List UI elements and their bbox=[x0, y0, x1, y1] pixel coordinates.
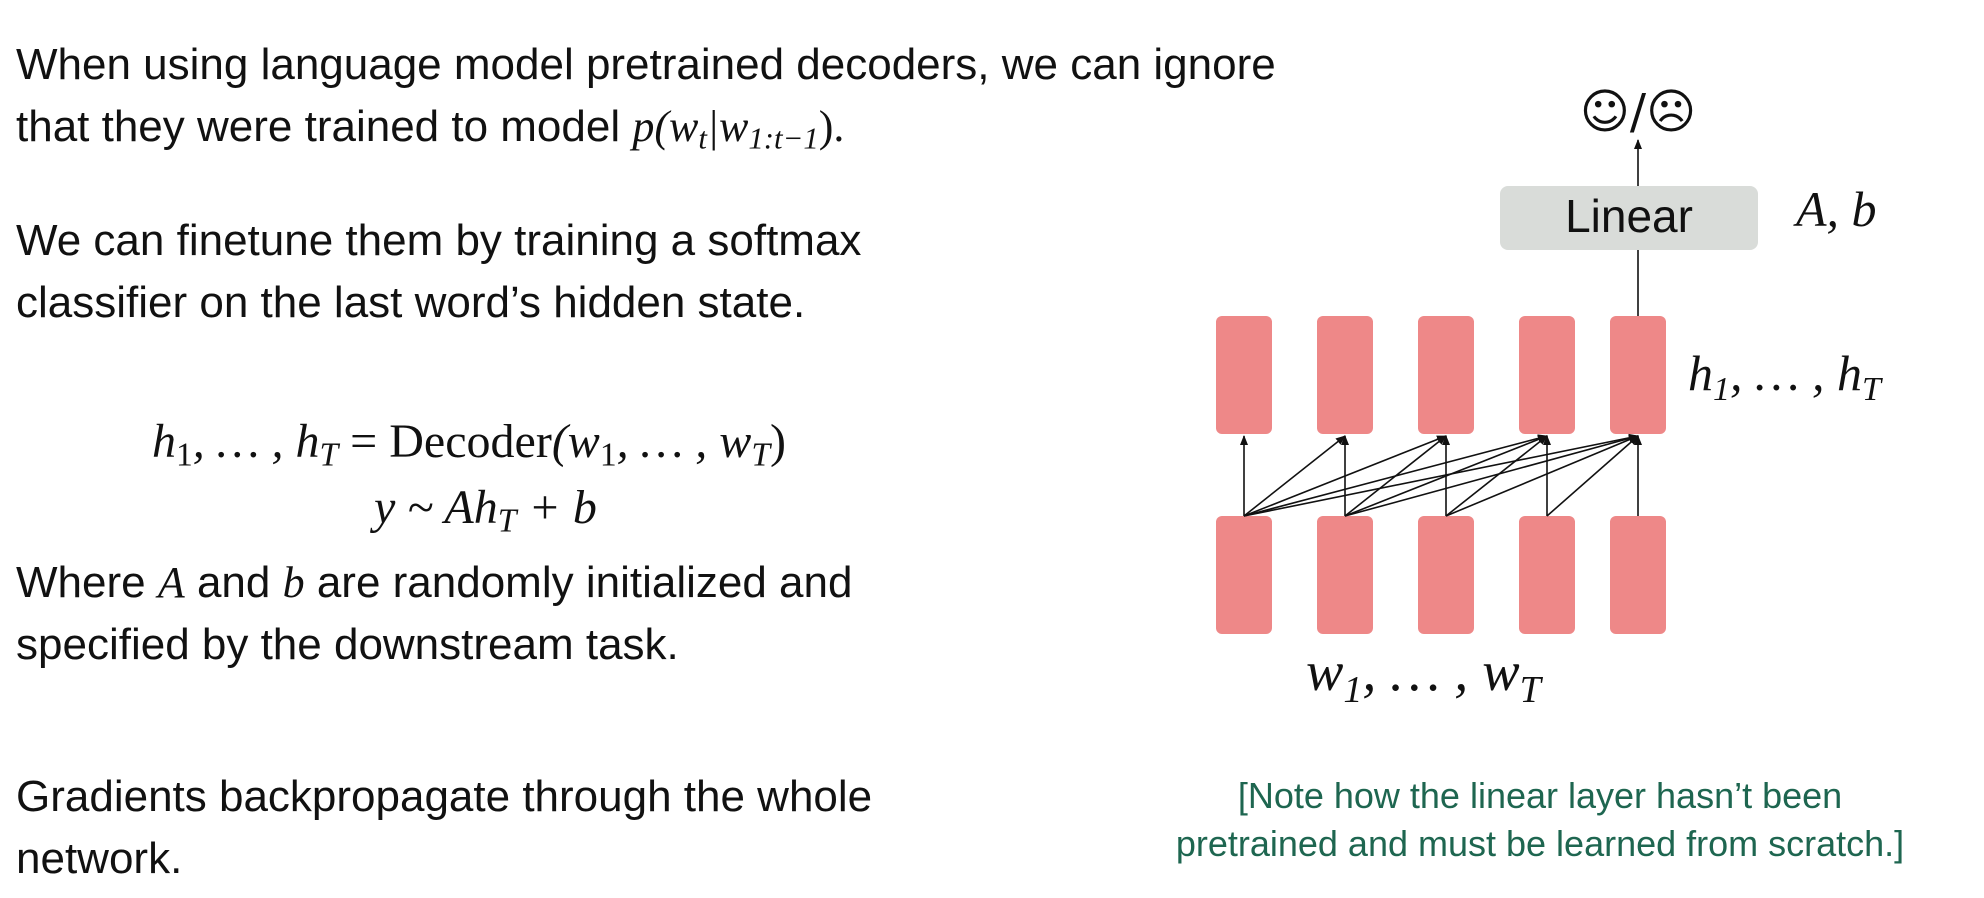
finetune-line-1: We can finetune them by training a softm… bbox=[16, 216, 862, 265]
param-b: b bbox=[282, 558, 305, 607]
linear-layer-label: Linear bbox=[1565, 190, 1693, 242]
hidden-block-2 bbox=[1317, 316, 1373, 434]
input-block-1 bbox=[1216, 516, 1272, 634]
note-line-2: pretrained and must be learned from scra… bbox=[1175, 823, 1905, 864]
causal-attention-edges bbox=[1240, 433, 1642, 517]
gradients-line-2: network. bbox=[16, 834, 183, 883]
intro-line-2-prefix: that they were trained to model bbox=[16, 102, 633, 151]
input-block-4 bbox=[1519, 516, 1575, 634]
params-line-2: specified by the downstream task. bbox=[16, 620, 679, 669]
gradients-line-1: Gradients backpropagate through the whol… bbox=[16, 772, 873, 821]
decoder-function: Decoder bbox=[389, 415, 552, 468]
note-line-1: [Note how the linear layer hasn’t been bbox=[1237, 775, 1843, 816]
hidden-block-4 bbox=[1519, 316, 1575, 434]
finetune-line-2: classifier on the last word’s hidden sta… bbox=[16, 278, 806, 327]
equation-classifier: y ~ AhT + b bbox=[374, 481, 597, 540]
input-words-label: w1, … , wT bbox=[1306, 641, 1544, 711]
linear-layer-box bbox=[1500, 186, 1758, 250]
input-block-2 bbox=[1317, 516, 1373, 634]
sentiment-output-icon: ☺/☹ bbox=[1580, 84, 1696, 140]
param-A: A bbox=[157, 558, 185, 607]
hidden-block-5 bbox=[1610, 316, 1666, 434]
probability-formula: p(wt|w1:t−1). bbox=[632, 102, 845, 156]
pretraining-note: [Note how the linear layer hasn’t been p… bbox=[1150, 772, 1930, 868]
intro-line-1: When using language model pretrained dec… bbox=[16, 40, 1276, 89]
linear-params-label: A, b bbox=[1793, 181, 1877, 237]
hidden-block-3 bbox=[1418, 316, 1474, 434]
hidden-states-label: h1, … , hT bbox=[1688, 345, 1883, 408]
equation-decoder: h1, … , hT = Decoder(w1, … , wT) bbox=[152, 415, 786, 474]
paragraph-finetune: We can finetune them by training a softm… bbox=[16, 210, 861, 334]
paragraph-params: Where A and b are randomly initialized a… bbox=[16, 558, 853, 669]
paragraph-gradients: Gradients backpropagate through the whol… bbox=[16, 766, 872, 890]
hidden-block-1 bbox=[1216, 316, 1272, 434]
paragraph-intro: When using language model pretrained dec… bbox=[16, 34, 1276, 158]
input-block-3 bbox=[1418, 516, 1474, 634]
input-block-5 bbox=[1610, 516, 1666, 634]
